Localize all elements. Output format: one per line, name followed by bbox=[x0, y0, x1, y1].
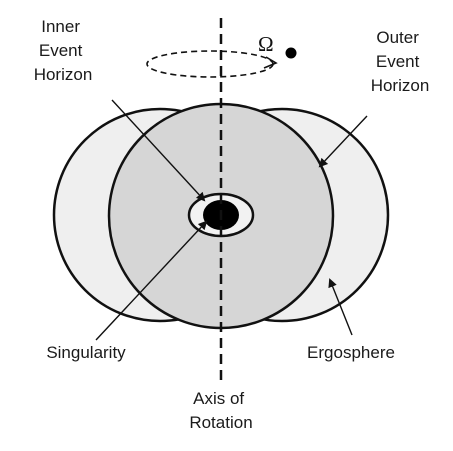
orbiting-dot-icon bbox=[285, 47, 297, 59]
axis-of-rotation-label: Axis of Rotation bbox=[189, 389, 252, 432]
omega-symbol: Ω bbox=[258, 32, 274, 56]
inner-horizon-label: Inner Event Horizon bbox=[34, 17, 93, 84]
singularity-label: Singularity bbox=[46, 343, 126, 362]
singularity-pointer bbox=[95, 220, 208, 341]
inner-horizon-pointer bbox=[111, 99, 206, 202]
rotation-arrow-icon bbox=[263, 56, 278, 69]
ergosphere-pointer bbox=[328, 278, 353, 336]
rotation-ellipse bbox=[146, 50, 274, 78]
outer-horizon-label: Outer Event Horizon bbox=[371, 28, 430, 95]
outer-horizon-pointer bbox=[318, 115, 368, 168]
ergosphere-label: Ergosphere bbox=[307, 343, 395, 362]
